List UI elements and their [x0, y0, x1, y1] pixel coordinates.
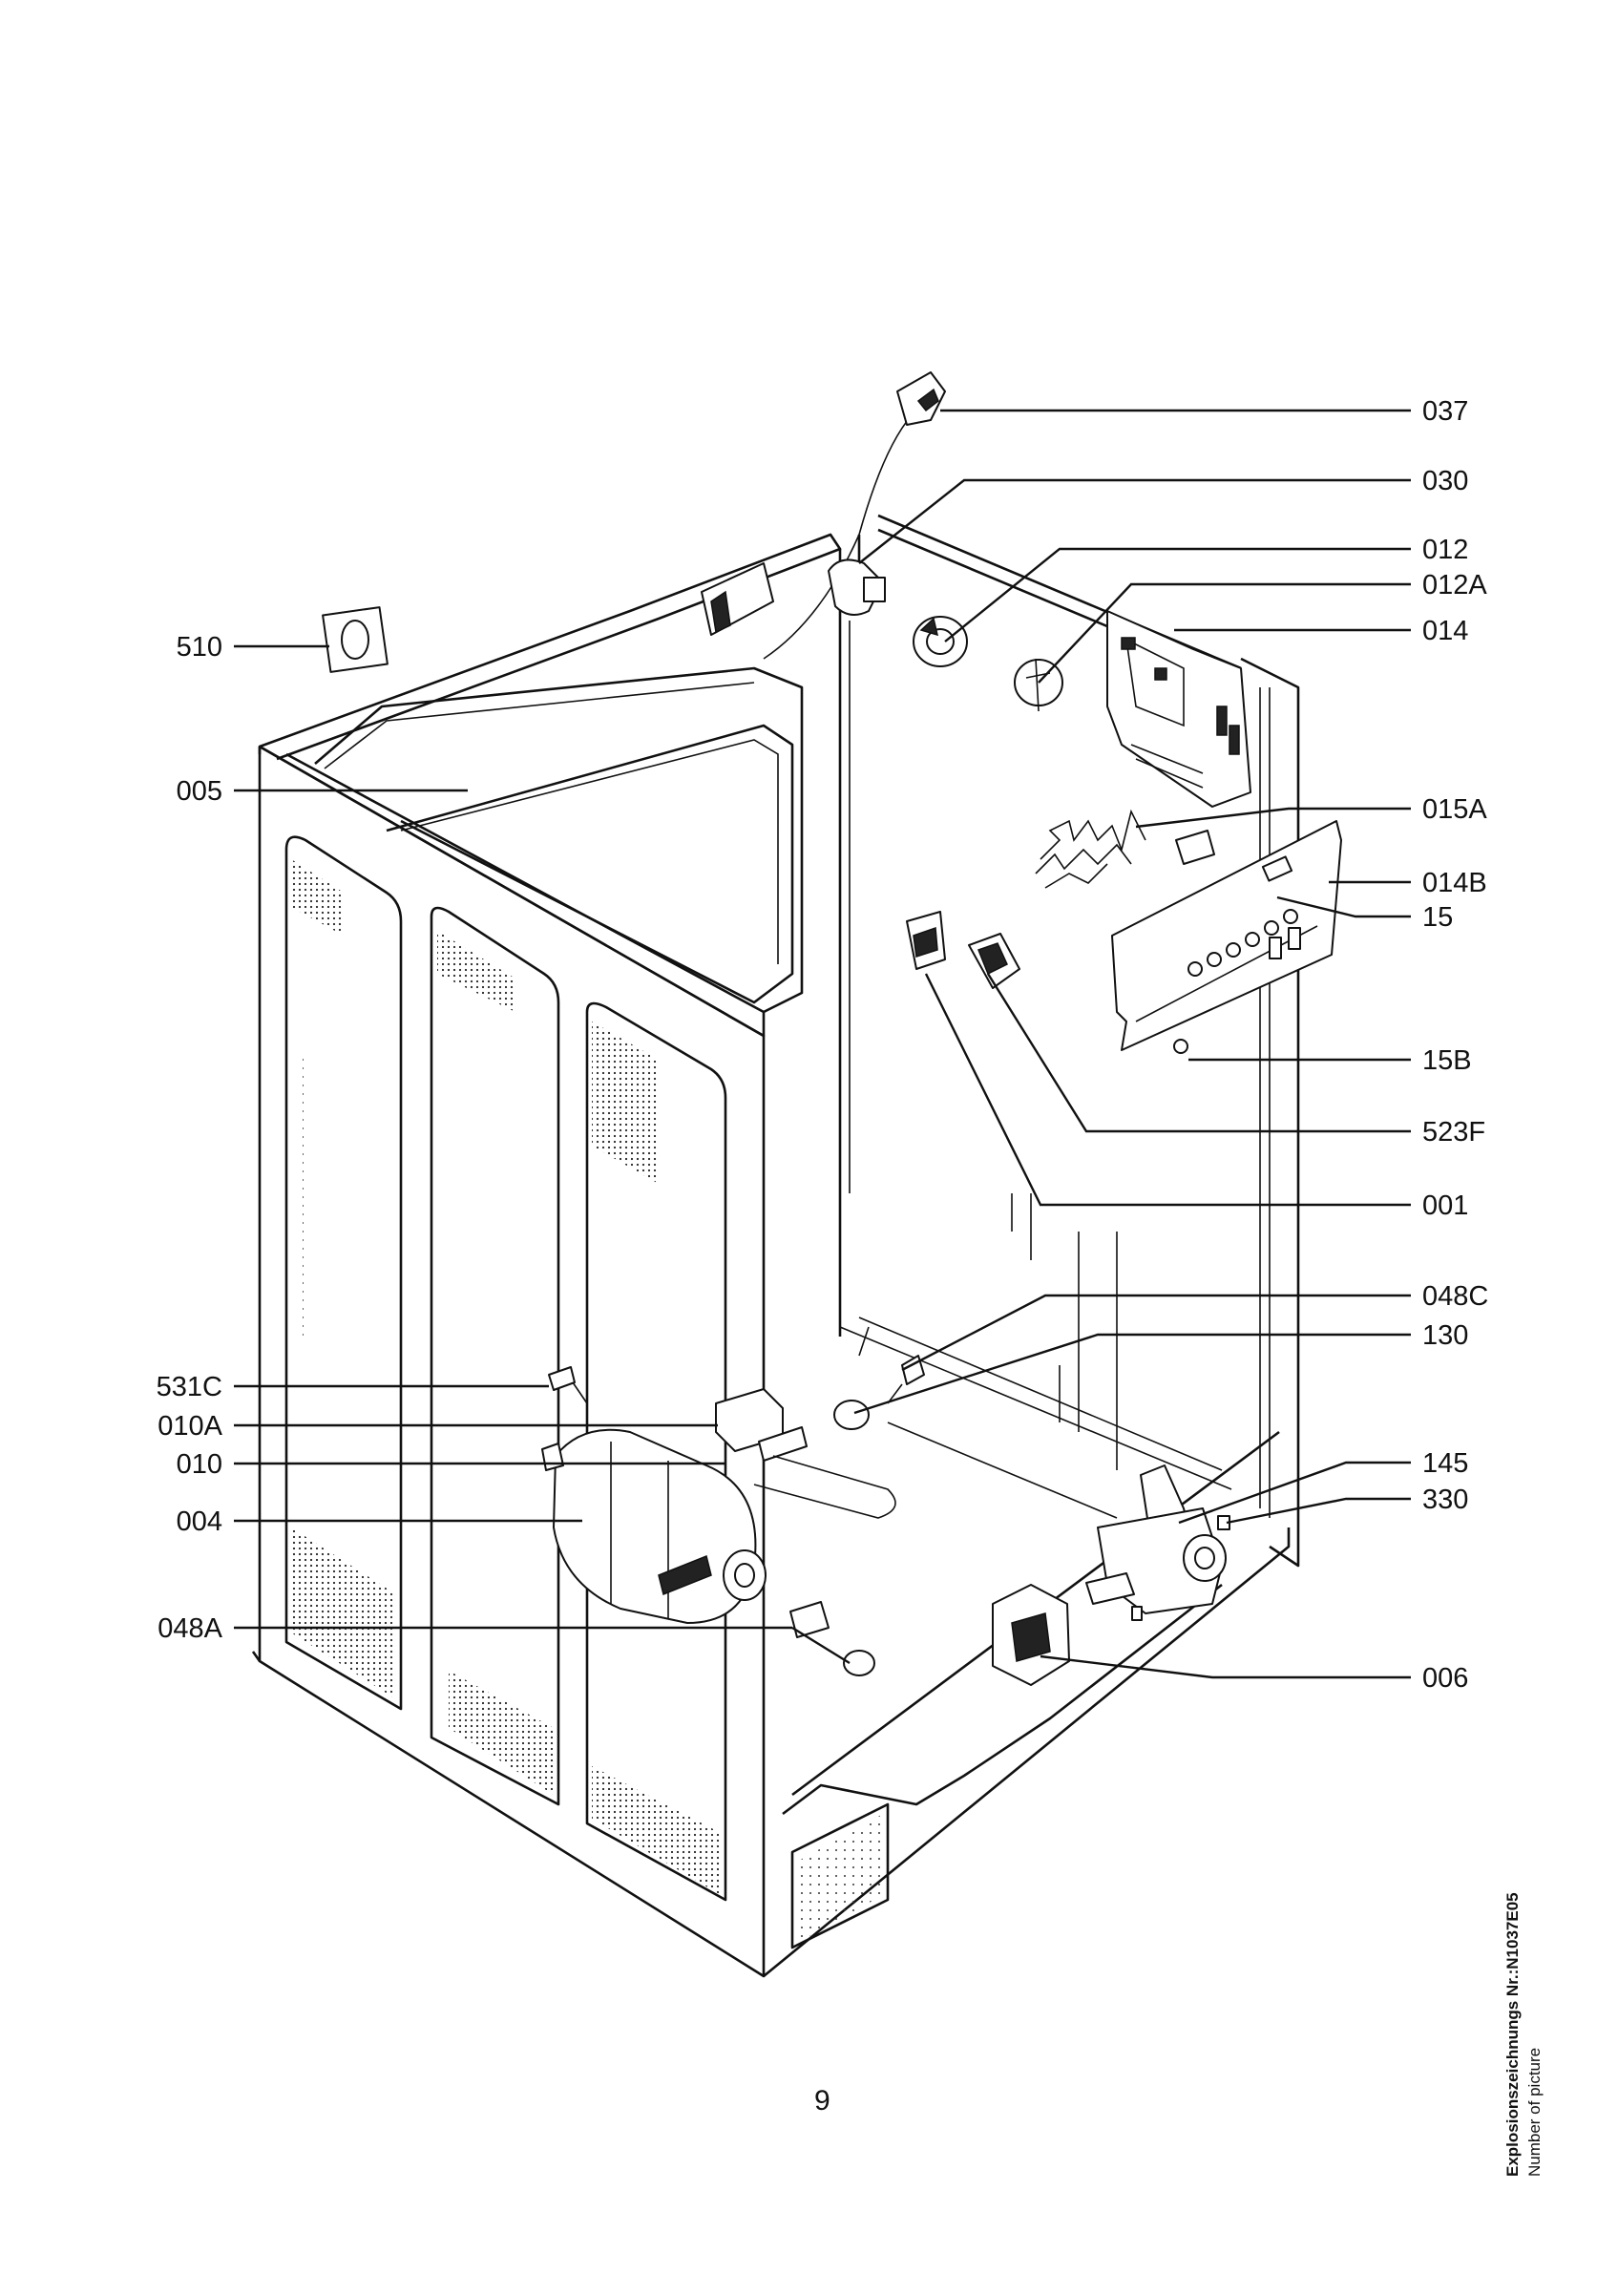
callout-130: 130	[1422, 1320, 1468, 1351]
callout-012A: 012A	[1422, 570, 1487, 600]
cabinet	[251, 514, 1300, 1978]
callout-330: 330	[1422, 1485, 1468, 1515]
callout-012: 012	[1422, 535, 1468, 565]
callout-15: 15	[1422, 902, 1453, 933]
parts	[322, 371, 1342, 1686]
callout-048C: 048C	[1422, 1281, 1488, 1312]
callout-523F: 523F	[1422, 1117, 1485, 1148]
page-number: 9	[814, 2085, 830, 2117]
callout-001: 001	[1422, 1190, 1468, 1221]
callout-010A: 010A	[158, 1411, 222, 1442]
callout-014B: 014B	[1422, 868, 1487, 898]
callout-labels-right: 037 030 012 012A 014 015A 014B 15 15B 52…	[1422, 396, 1488, 1694]
drawing-number-title: Explosionszeichnungs Nr.:N1037E05	[1503, 1892, 1522, 2177]
callout-048A: 048A	[158, 1613, 222, 1644]
drawing-number-subtitle: Number of picture	[1525, 2047, 1544, 2177]
callout-006: 006	[1422, 1663, 1468, 1694]
callout-531C: 531C	[157, 1372, 222, 1402]
callout-510: 510	[177, 632, 222, 663]
callout-15B: 15B	[1422, 1045, 1472, 1076]
callout-004: 004	[177, 1506, 222, 1537]
drawing-number-caption: Explosionszeichnungs Nr.:N1037E05 Number…	[1503, 1890, 1561, 2177]
callout-005: 005	[177, 776, 222, 807]
leader-lines	[234, 409, 1411, 1679]
callout-014: 014	[1422, 616, 1468, 646]
callout-030: 030	[1422, 466, 1468, 496]
callout-037: 037	[1422, 396, 1468, 427]
callout-010: 010	[177, 1449, 222, 1480]
callout-145: 145	[1422, 1448, 1468, 1479]
callout-015A: 015A	[1422, 794, 1487, 825]
callout-labels-left: 510 005 531C 010A 010 004 048A	[157, 632, 223, 1644]
